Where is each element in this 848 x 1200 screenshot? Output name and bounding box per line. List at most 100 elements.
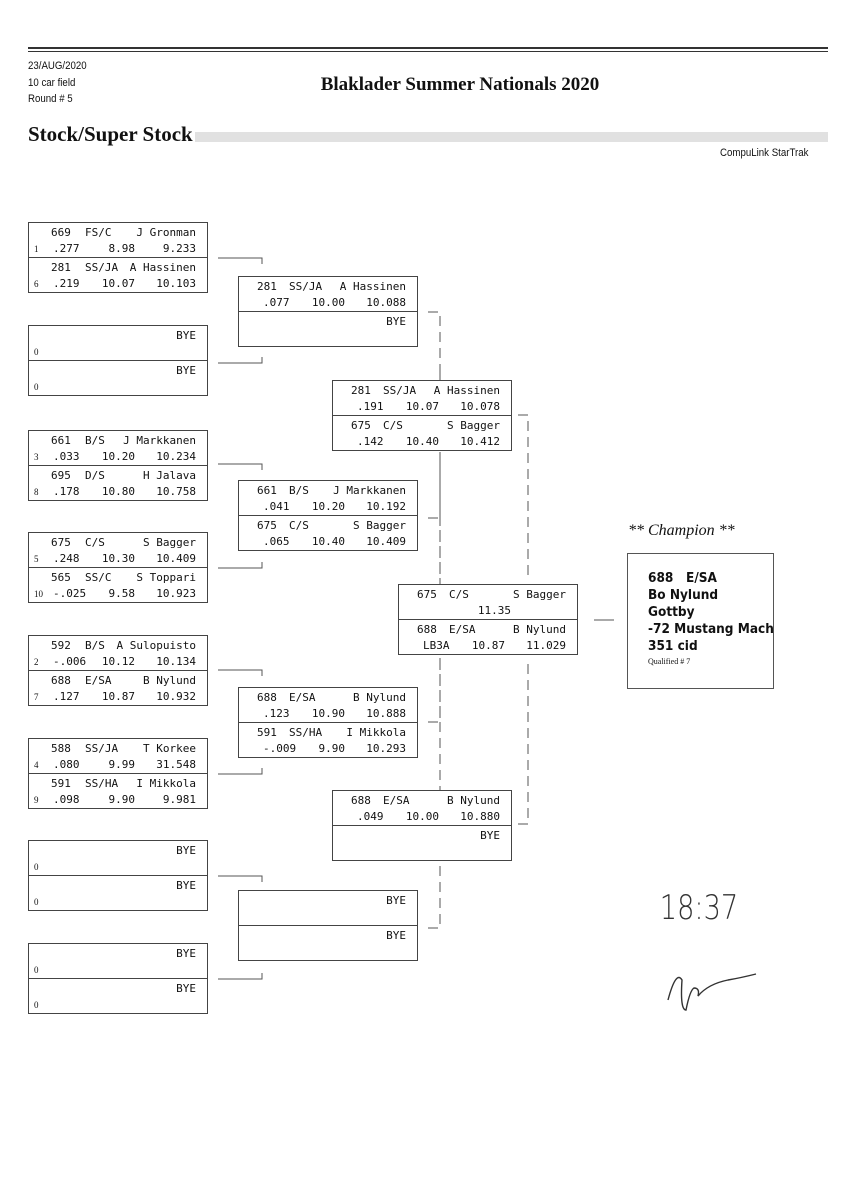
racer-driver: BYE [386,929,406,942]
racer-driver: J Markkanen [123,434,196,447]
racer-driver: BYE [176,879,196,892]
racer-seed: 10 [34,589,43,599]
racer-dial: 10.20 [101,450,135,463]
event-date: 23/AUG/2020 [28,60,87,72]
racer-car: 688 [417,623,437,636]
racer-dial: 8.98 [108,242,136,255]
racer-car: 675 [51,536,71,549]
racer-dial: 9.90 [318,742,346,755]
racer-rt: .077 [263,296,290,309]
racer-et: 10.758 [156,485,196,498]
champion-heading: ** Champion ** [628,522,735,539]
racer-driver: H Jalava [143,469,196,482]
racer-cls: E/SA [85,674,112,687]
connector-line [218,357,263,364]
racer-driver: A Sulopuisto [116,639,196,652]
racer-cls: C/S [449,588,469,601]
field-size: 10 car field [28,77,76,89]
racer-entry: BYE [333,825,511,860]
racer-seed: 0 [34,1000,39,1010]
racer-seed: 0 [34,382,39,392]
racer-dial: 10.87 [101,690,135,703]
racer-seed: 5 [34,554,39,564]
racer-driver: J Gronman [136,226,196,239]
racer-dial: 10.80 [101,485,135,498]
racer-car: 688 [257,691,277,704]
racer-entry: BYE [239,311,417,346]
connector-line [518,660,529,825]
racer-seed: 7 [34,692,39,702]
racer-entry: BYE [239,925,417,960]
racer-dial: 10.40 [311,535,345,548]
champion-qualified: Qualified # 7 [648,657,691,666]
racer-seed: 2 [34,657,39,667]
racer-driver: BYE [176,844,196,857]
racer-car: 688 [51,674,71,687]
racer-car: 661 [51,434,71,447]
racer-driver: A Hassinen [433,384,500,397]
racer-rt: .142 [357,435,384,448]
racer-driver: I Mikkola [346,726,406,739]
racer-rt: .219 [53,277,80,290]
connector-line [218,257,263,264]
racer-rt: -.006 [53,655,87,668]
racer-dial: 9.58 [108,587,136,600]
racer-dial: 10.12 [101,655,135,668]
racer-et: 10.409 [156,552,196,565]
racer-driver: BYE [386,894,406,907]
racer-et: 10.412 [460,435,500,448]
racer-driver: T Korkee [143,742,196,755]
racer-rt: .080 [53,758,80,771]
racer-rt: -.025 [53,587,87,600]
racer-cls: C/S [289,519,309,532]
racer-cls: B/S [289,484,309,497]
racer-driver: S Bagger [143,536,196,549]
racer-driver: S Bagger [353,519,406,532]
racer-cls: SS/JA [85,261,119,274]
racer-rt: .123 [263,707,290,720]
connector-line [218,562,263,569]
racer-seed: 3 [34,452,39,462]
racer-rt: LB3A [423,639,450,652]
racer-driver: BYE [176,329,196,342]
racer-cls: B/S [85,639,105,652]
event-title: Blaklader Summer Nationals 2020 [320,74,600,95]
racer-dial: 9.90 [108,793,136,806]
racer-seed: 6 [34,279,39,289]
racer-seed: 0 [34,965,39,975]
racer-rt: .248 [53,552,80,565]
connector-line [518,414,529,578]
racer-dial: 10.30 [101,552,135,565]
racer-cls: SS/HA [85,777,119,790]
header-rule [28,51,828,52]
racer-rt: .178 [53,485,80,498]
racer-rt: .277 [53,242,80,255]
racer-car: 591 [51,777,71,790]
racer-et: 9.981 [162,793,196,806]
racer-car: 688 [351,794,371,807]
racer-cls: E/SA [383,794,410,807]
racer-entry: BYE [239,891,417,925]
connector-line [428,458,441,519]
racer-seed: 1 [34,244,39,254]
racer-cls: SS/HA [289,726,323,739]
header-rule [28,47,828,49]
racer-et: 11.029 [526,639,566,652]
